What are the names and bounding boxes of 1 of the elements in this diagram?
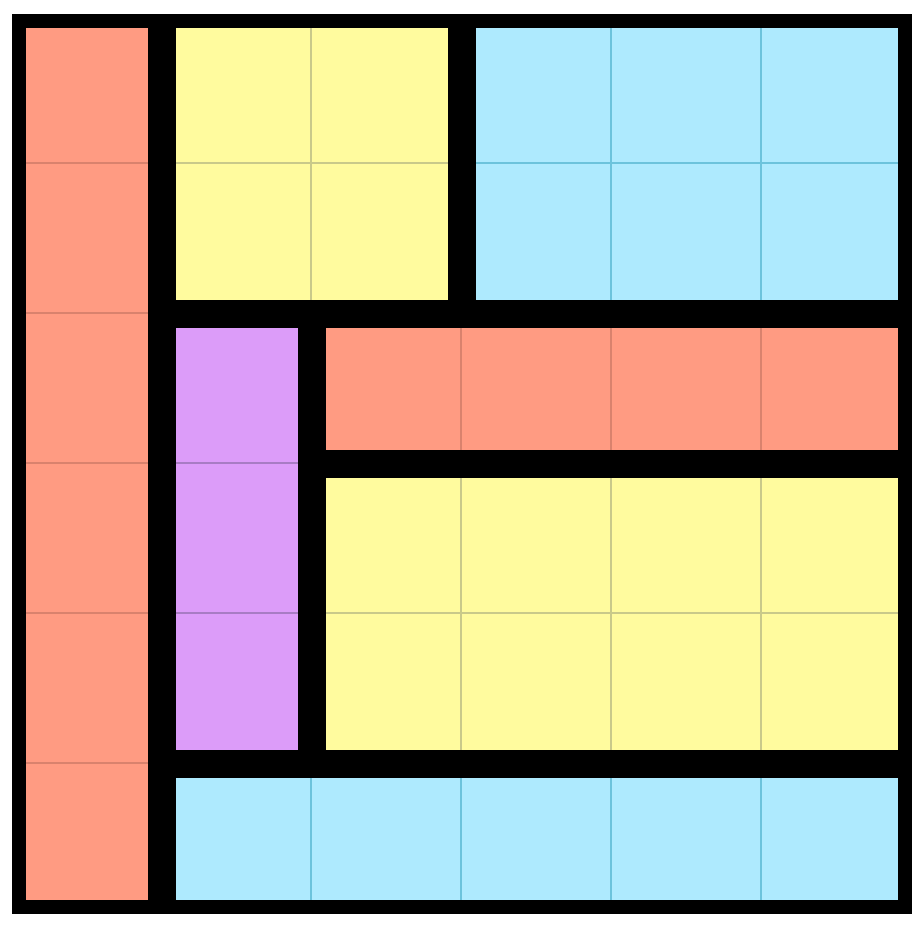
grid-block <box>12 14 162 914</box>
